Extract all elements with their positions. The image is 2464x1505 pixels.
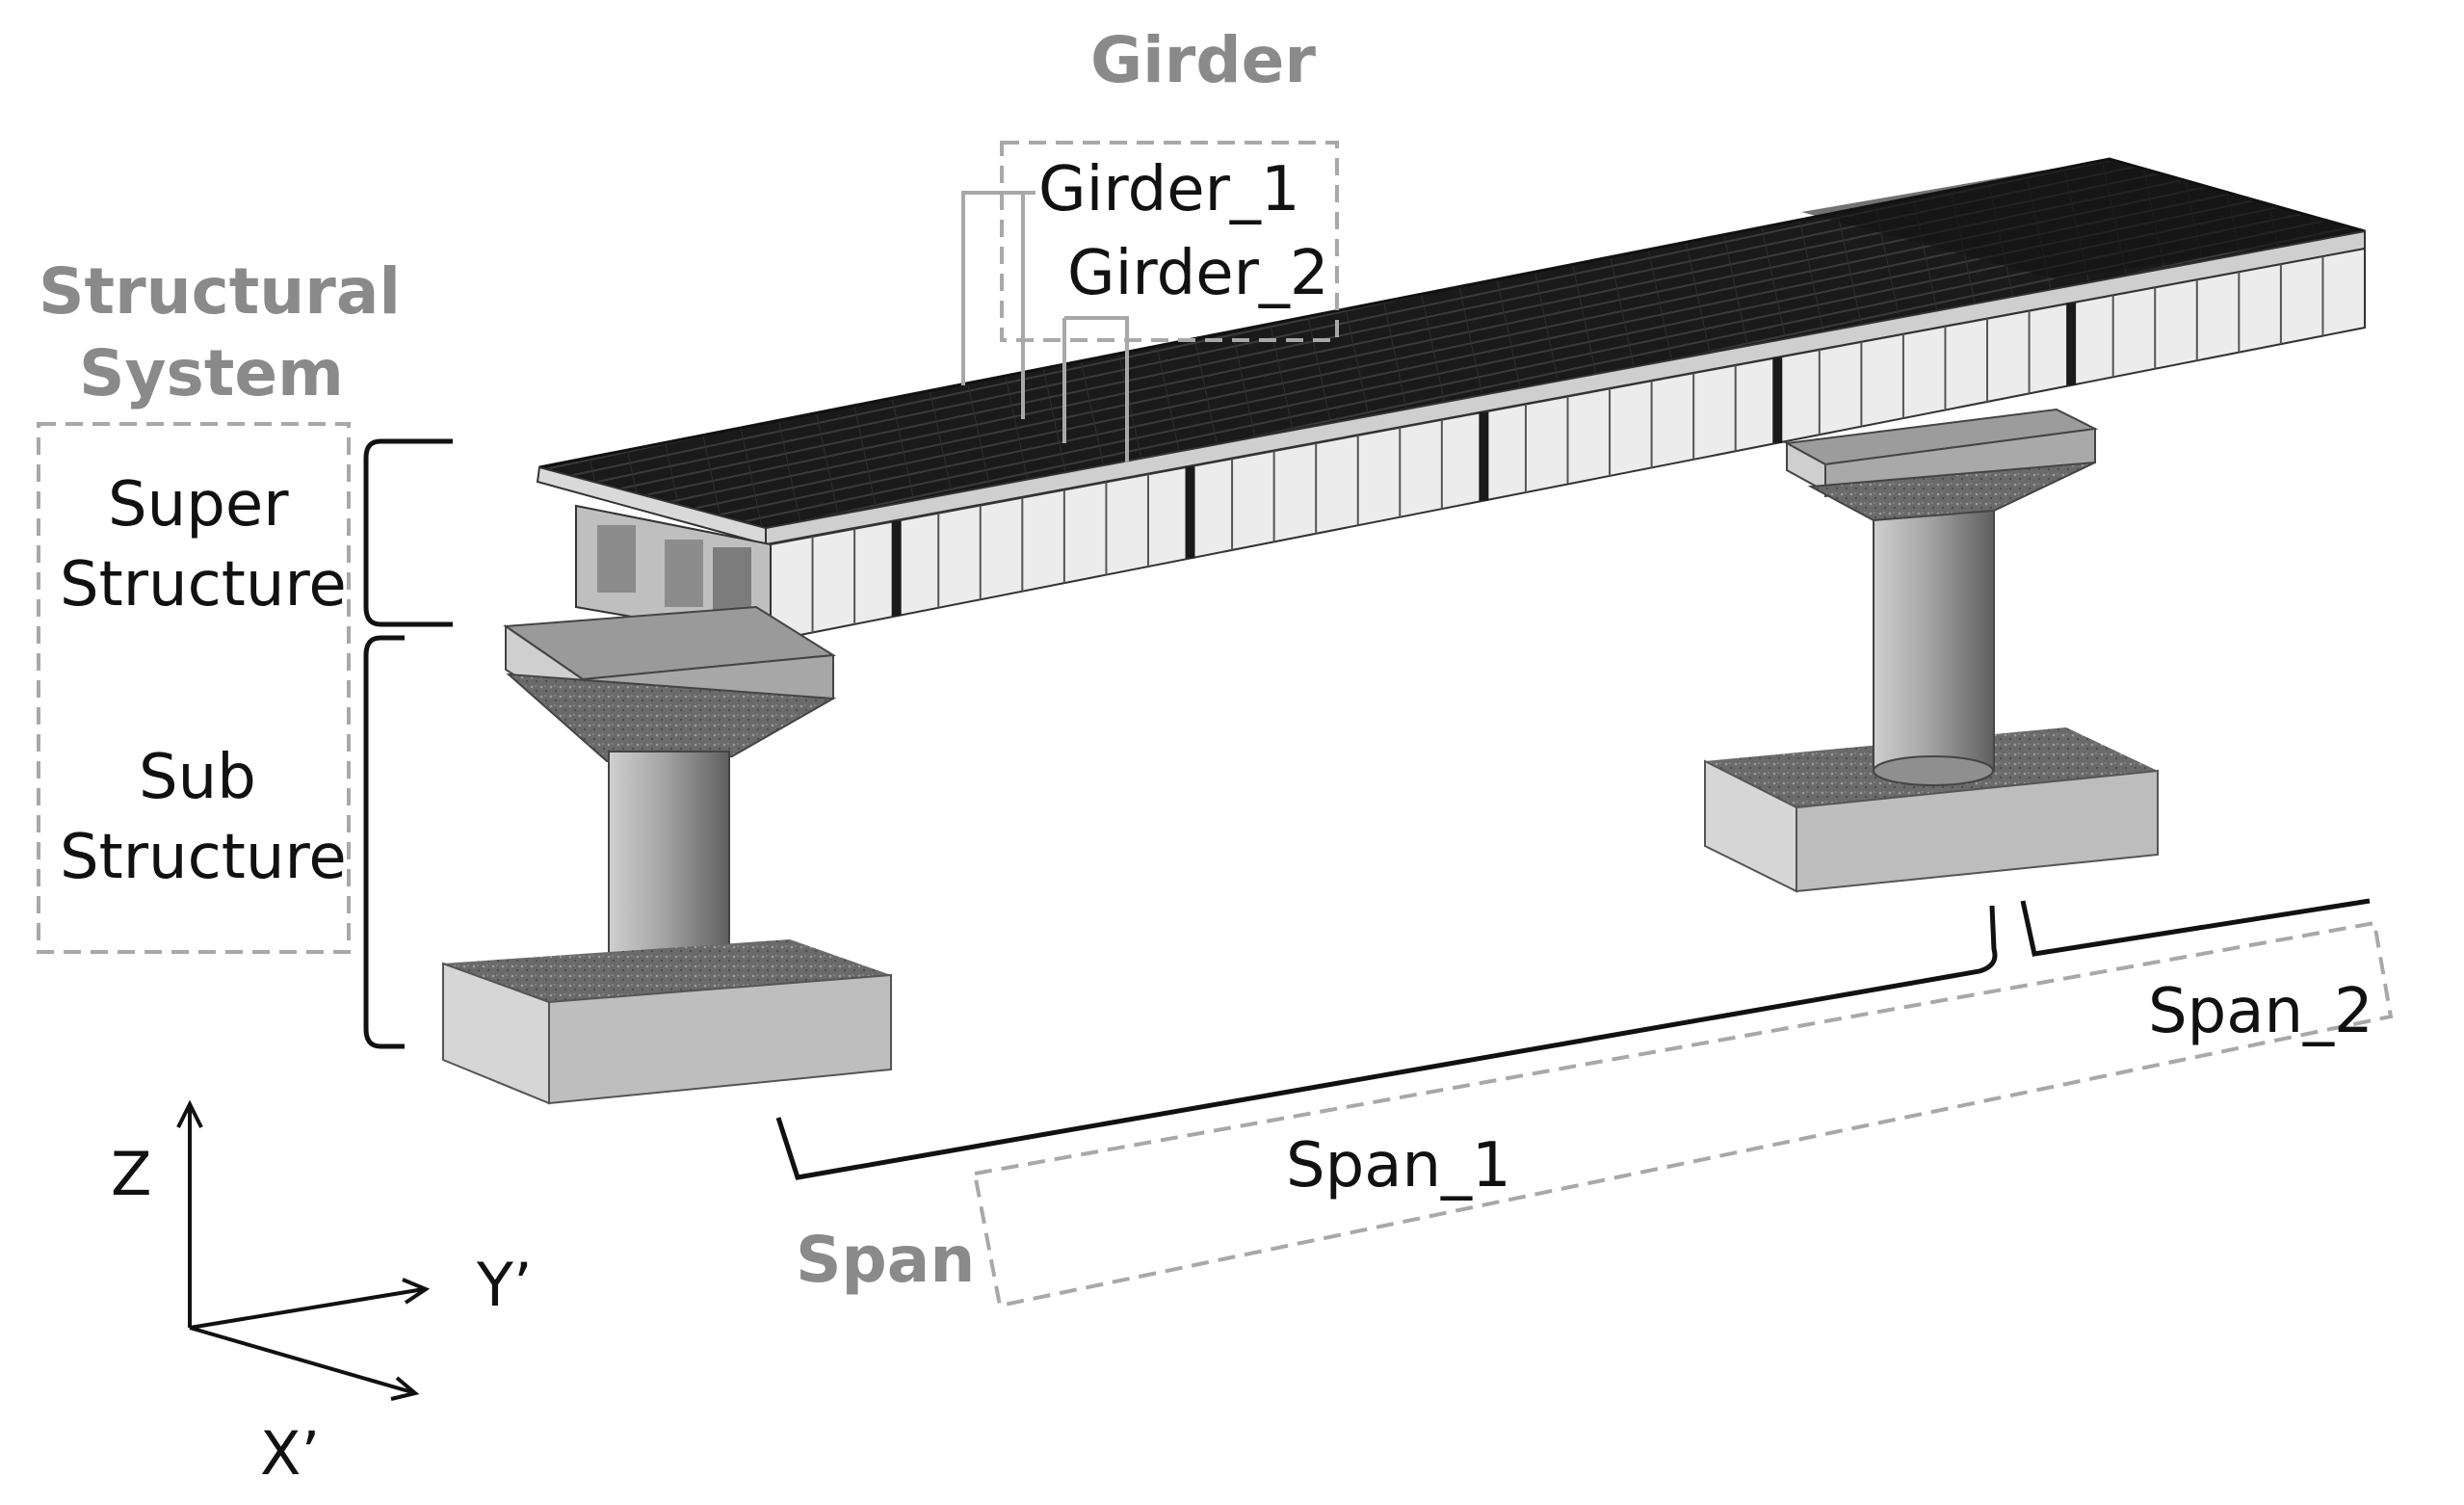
left-pier bbox=[442, 605, 892, 1105]
left-cap-haunch bbox=[506, 673, 837, 763]
span-group-label: Span bbox=[796, 1223, 976, 1297]
girder-group-label: Girder bbox=[1090, 23, 1316, 97]
girder-1-label: Girder_1 bbox=[1038, 154, 1300, 225]
span-1-bracket bbox=[775, 905, 1998, 1180]
structural-system-label-line1: Structural bbox=[39, 254, 401, 329]
sub-structure-label-line2: Structure bbox=[60, 822, 347, 893]
sub-structure-label-line1: Sub bbox=[139, 742, 256, 813]
superstructure-deck bbox=[536, 157, 2366, 643]
girder-stiffeners bbox=[811, 256, 2324, 633]
span-2-bracket bbox=[2020, 898, 2371, 957]
y-axis-arrowhead bbox=[402, 1278, 431, 1305]
girder-2-label: Girder_2 bbox=[1067, 238, 1329, 309]
structural-system-annotation bbox=[37, 422, 453, 1049]
x-axis-label: X’ bbox=[260, 1418, 321, 1489]
left-column bbox=[608, 751, 730, 974]
structural-system-box bbox=[37, 422, 351, 954]
y-axis-line bbox=[189, 1287, 425, 1330]
structural-system-label-line2: System bbox=[79, 336, 344, 410]
span-annotation bbox=[775, 898, 2394, 1308]
right-pier bbox=[1704, 408, 2159, 893]
axis-triad bbox=[176, 1099, 431, 1401]
span-2-label: Span_2 bbox=[2148, 976, 2373, 1047]
left-footing-top bbox=[443, 939, 891, 1002]
z-axis-label: Z bbox=[111, 1139, 152, 1209]
right-cap-haunch bbox=[1807, 462, 2096, 522]
super-structure-label-line2: Structure bbox=[60, 549, 347, 620]
x-axis-arrowhead bbox=[390, 1376, 420, 1401]
girder-group-box bbox=[1000, 141, 1339, 342]
z-axis-arrowhead bbox=[176, 1099, 203, 1128]
x-axis-line bbox=[189, 1326, 413, 1394]
y-axis-label: Y’ bbox=[477, 1250, 533, 1320]
super-structure-bracket bbox=[363, 438, 453, 627]
super-structure-label-line1: Super bbox=[108, 469, 289, 541]
girder-annotation-lines bbox=[961, 141, 1339, 462]
sub-structure-bracket bbox=[363, 635, 405, 1049]
span-1-box bbox=[972, 920, 2394, 1308]
left-footing-side bbox=[548, 973, 892, 1105]
span-1-label: Span_1 bbox=[1286, 1130, 1511, 1201]
right-column bbox=[1873, 486, 1995, 772]
right-footing-side bbox=[1796, 769, 2159, 893]
